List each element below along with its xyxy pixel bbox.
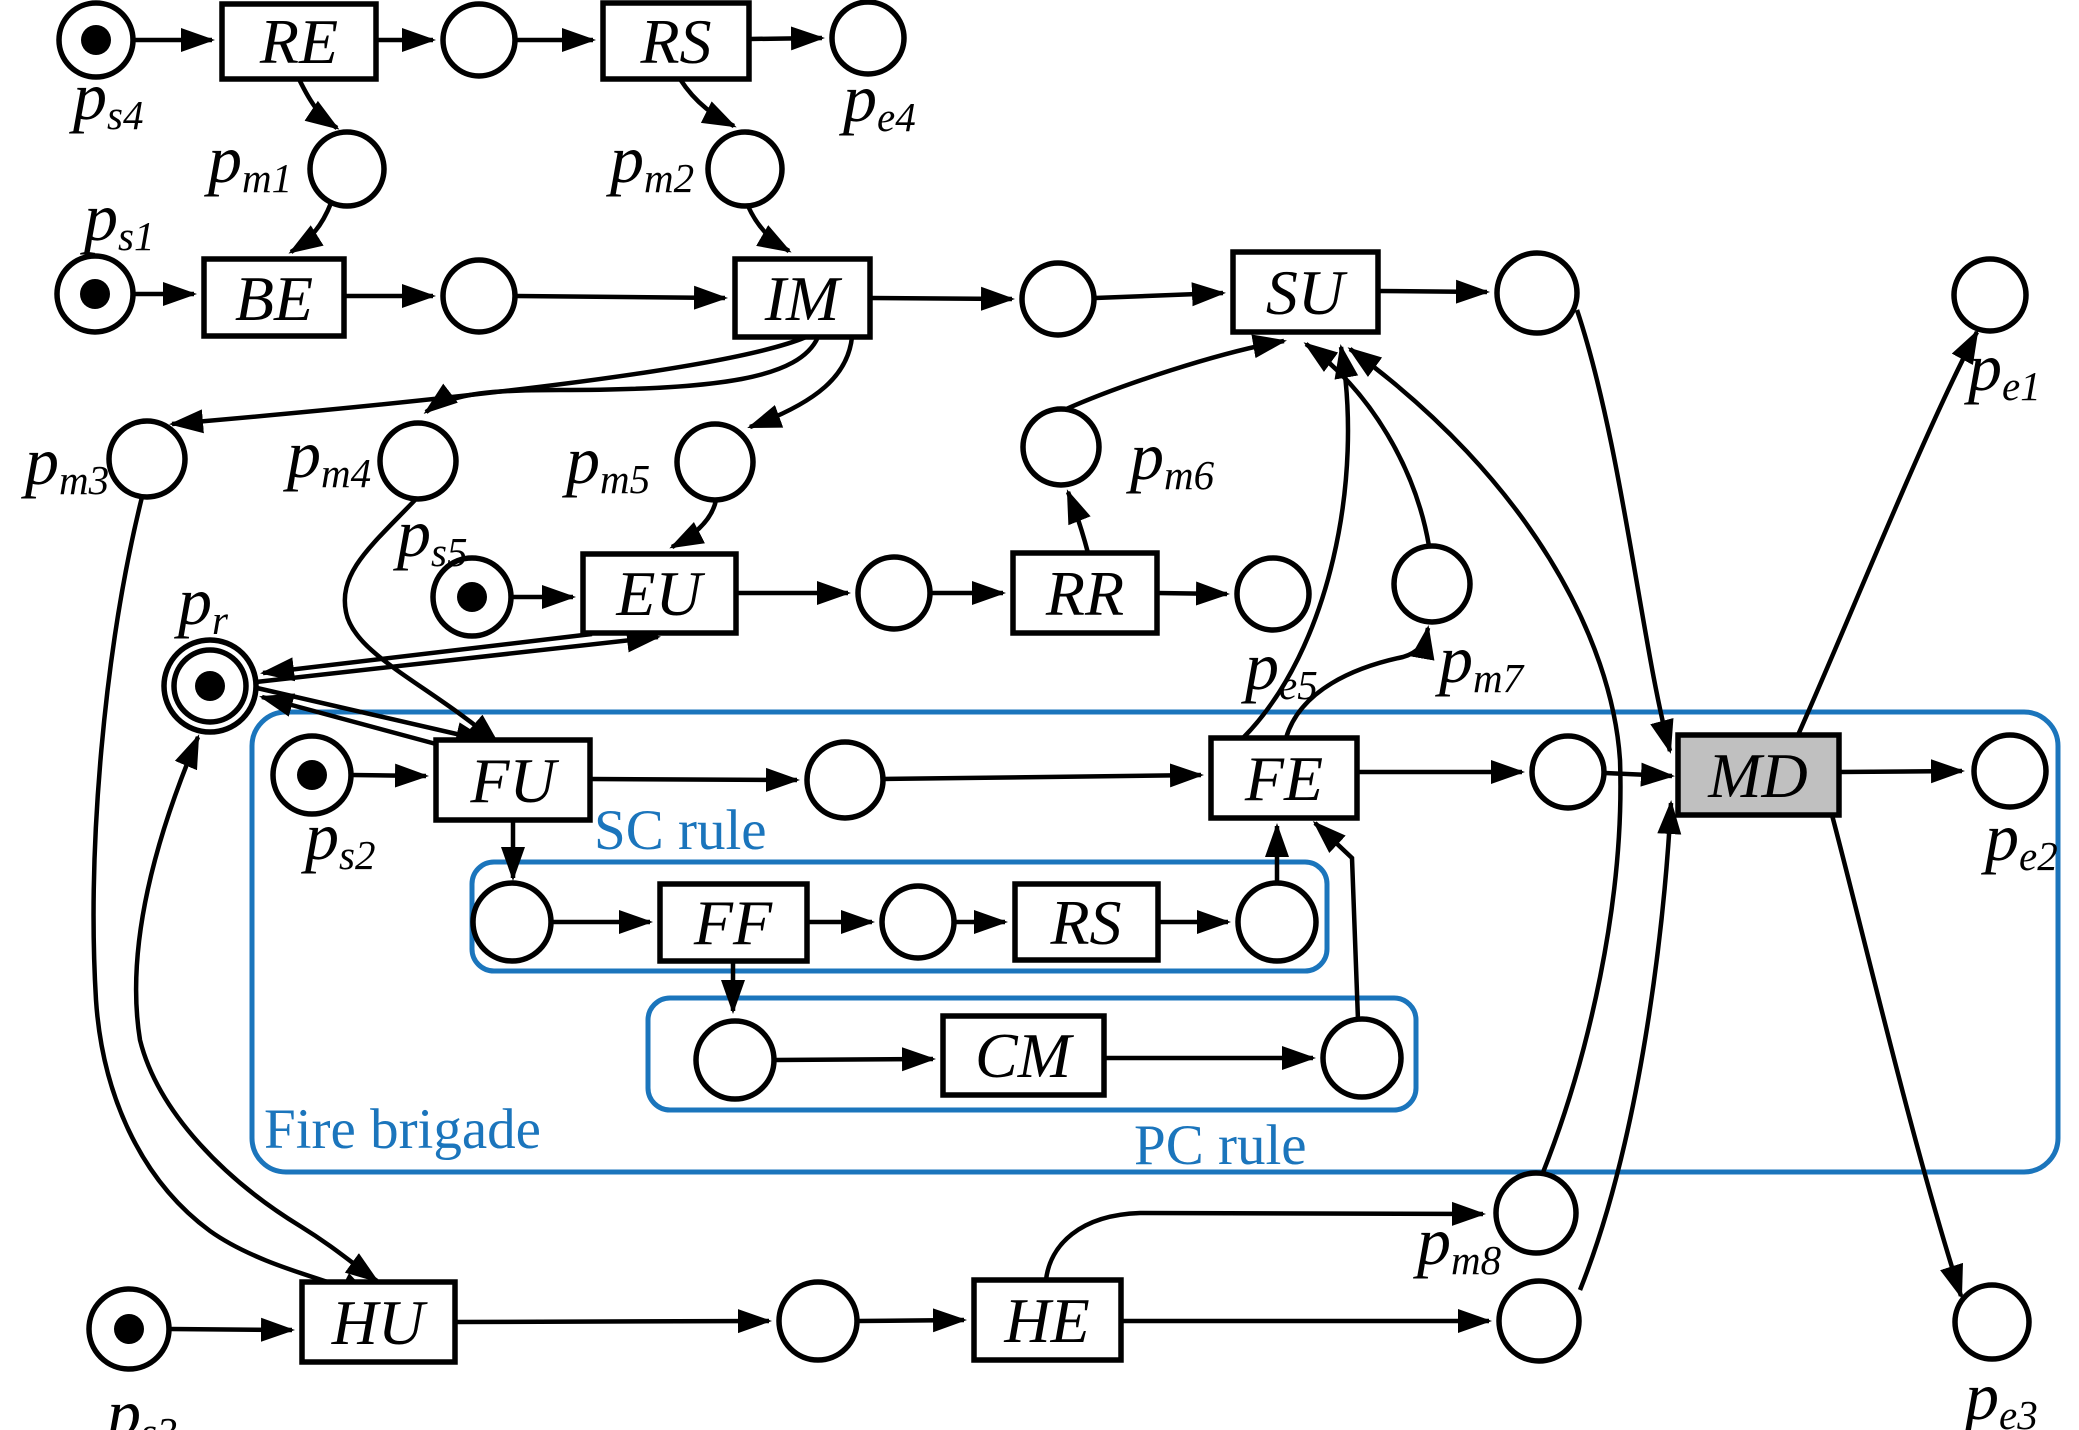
svg-text:BE: BE [235, 263, 313, 334]
svg-text:HU: HU [331, 1287, 428, 1358]
svg-text:PC rule: PC rule [1134, 1114, 1307, 1177]
svg-text:RS: RS [639, 6, 711, 77]
svg-text:ps3: ps3 [103, 1375, 177, 1430]
svg-text:pe1: pe1 [1964, 329, 2041, 409]
svg-text:FE: FE [1244, 743, 1323, 814]
svg-text:IM: IM [764, 263, 843, 334]
svg-text:RR: RR [1045, 558, 1124, 629]
svg-text:Fire brigade: Fire brigade [264, 1098, 541, 1161]
svg-text:ps1: ps1 [80, 179, 154, 259]
svg-text:pm1: pm1 [204, 121, 292, 201]
svg-text:RE: RE [259, 6, 338, 77]
svg-text:pm5: pm5 [562, 422, 650, 502]
svg-text:RS: RS [1049, 887, 1121, 958]
svg-text:pm4: pm4 [283, 416, 371, 496]
svg-text:pm2: pm2 [606, 121, 694, 201]
svg-text:pr: pr [174, 563, 229, 643]
svg-text:pm6: pm6 [1126, 418, 1215, 498]
svg-text:SU: SU [1266, 257, 1348, 328]
svg-text:CM: CM [975, 1020, 1075, 1091]
svg-text:FU: FU [469, 745, 559, 816]
svg-text:ps5: ps5 [393, 495, 467, 575]
svg-text:ps4: ps4 [69, 58, 143, 138]
svg-text:SC rule: SC rule [594, 799, 767, 862]
svg-text:ps2: ps2 [301, 798, 375, 878]
svg-text:pe3: pe3 [1961, 1358, 2038, 1430]
svg-text:EU: EU [615, 558, 705, 629]
svg-text:FF: FF [693, 887, 773, 958]
svg-text:HE: HE [1003, 1285, 1089, 1356]
svg-text:MD: MD [1707, 740, 1808, 811]
svg-text:pm7: pm7 [1435, 621, 1525, 701]
svg-text:pe2: pe2 [1981, 799, 2058, 879]
svg-text:pm3: pm3 [21, 423, 109, 503]
